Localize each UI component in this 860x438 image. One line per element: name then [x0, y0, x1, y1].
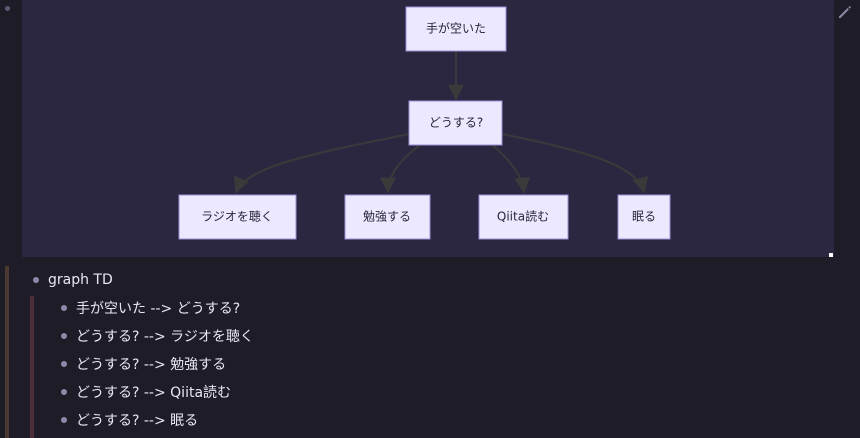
outline-child-item[interactable]: どうする? --> 勉強する — [61, 353, 226, 375]
edge-decision-opt2 — [380, 144, 421, 194]
outline-guide-outer — [5, 266, 9, 438]
block-handle-dot[interactable] — [5, 6, 10, 11]
node-opt1: ラジオを聴く — [178, 194, 297, 240]
bullet-icon[interactable] — [33, 277, 39, 283]
outline-child-item[interactable]: 手が空いた --> どうする? — [61, 297, 240, 319]
node-opt2: 勉強する — [344, 194, 431, 240]
outline-item-label: 手が空いた --> どうする? — [76, 301, 241, 317]
bullet-icon[interactable] — [61, 305, 67, 311]
outline-child-item[interactable]: どうする? --> Qiita読む — [61, 381, 231, 403]
svg-text:勉強する: 勉強する — [363, 210, 411, 224]
outline-item-label: どうする? --> 眠る — [76, 413, 199, 429]
bullet-icon[interactable] — [61, 417, 67, 423]
node-root: 手が空いた — [405, 6, 507, 52]
svg-text:どうする?: どうする? — [429, 116, 483, 130]
diagram-resize-handle[interactable] — [829, 253, 833, 257]
bullet-icon[interactable] — [61, 389, 67, 395]
outline-guide-inner — [30, 296, 34, 438]
outline-item-label: どうする? --> ラジオを聴く — [76, 329, 254, 345]
svg-text:ラジオを聴く: ラジオを聴く — [201, 210, 273, 224]
outline-child-item[interactable]: どうする? --> 眠る — [61, 409, 198, 431]
node-opt3: Qiita読む — [478, 194, 569, 240]
bullet-icon[interactable] — [61, 333, 67, 339]
svg-text:手が空いた: 手が空いた — [426, 21, 486, 36]
edge-decision-opt1 — [234, 133, 410, 194]
outline-child-item[interactable]: どうする? --> ラジオを聴く — [61, 325, 254, 347]
outline-item-label: graph TD — [48, 272, 113, 288]
outline-item-label: どうする? --> Qiita読む — [76, 385, 232, 401]
node-decision: どうする? — [408, 100, 503, 146]
svg-text:Qiita読む: Qiita読む — [497, 209, 549, 224]
pencil-icon[interactable] — [836, 3, 854, 21]
svg-text:眠る: 眠る — [632, 210, 656, 224]
edge-decision-opt3 — [491, 144, 531, 194]
edge-decision-opt4 — [501, 133, 649, 194]
node-opt4: 眠る — [617, 194, 671, 240]
bullet-icon[interactable] — [61, 361, 67, 367]
outline-item-root[interactable]: graph TD — [33, 269, 113, 291]
mermaid-diagram: 手が空いた どうする? ラジオを聴く 勉強する Qiita読む 眠る — [22, 0, 834, 257]
outline-item-label: どうする? --> 勉強する — [76, 357, 227, 373]
